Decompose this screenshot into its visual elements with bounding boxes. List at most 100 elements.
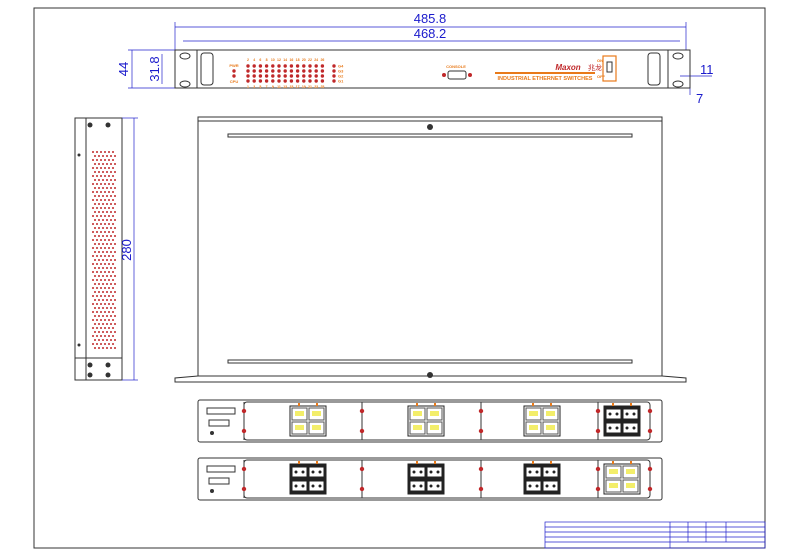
vent-hole [96, 255, 98, 257]
vent-hole [104, 199, 106, 201]
vent-hole [114, 251, 116, 253]
fiber-port-module[interactable] [523, 461, 561, 495]
port-led [264, 64, 269, 68]
vent-hole [112, 159, 114, 161]
svg-text:11: 11 [700, 62, 714, 77]
vent-hole [102, 171, 104, 173]
brand-cn: 兆龙 [588, 63, 602, 72]
port-led [252, 79, 256, 83]
vent-hole [98, 275, 100, 277]
vent-hole [104, 327, 106, 329]
vent-hole [92, 287, 94, 289]
cpu-label: CPU [230, 79, 239, 84]
port-led [295, 64, 300, 68]
screw-icon [241, 466, 247, 472]
fiber-port-module[interactable] [603, 403, 641, 437]
port-number-top: 20 [302, 58, 306, 62]
vent-hole [92, 175, 94, 177]
rj45-port-module[interactable] [407, 403, 445, 437]
cpu-led [232, 74, 236, 78]
vent-hole [102, 259, 104, 261]
port-led [252, 69, 256, 73]
vent-hole [110, 315, 112, 317]
console-port[interactable] [442, 70, 472, 80]
vent-hole [96, 231, 98, 233]
vent-hole [104, 159, 106, 161]
vent-hole [106, 267, 108, 269]
gig-led [332, 69, 336, 73]
vent-hole [106, 315, 108, 317]
vent-hole [110, 235, 112, 237]
vent-hole [114, 347, 116, 349]
port-led [271, 69, 275, 73]
svg-text:280: 280 [119, 239, 134, 261]
rj45-port-module[interactable] [603, 461, 641, 495]
vent-hole [114, 243, 116, 245]
rj45-port-module[interactable] [289, 403, 327, 437]
power-terminal-block[interactable] [206, 407, 236, 415]
vent-hole [102, 235, 104, 237]
ground-screw-icon [210, 489, 214, 493]
vent-hole [112, 231, 114, 233]
vent-hole [106, 291, 108, 293]
vent-hole [110, 323, 112, 325]
vent-hole [94, 227, 96, 229]
rj45-port-module[interactable] [523, 403, 561, 437]
gig-label: G3 [338, 69, 344, 74]
vent-hole [96, 191, 98, 193]
vent-hole [94, 187, 96, 189]
vent-hole [114, 267, 116, 269]
vent-hole [92, 207, 94, 209]
vent-hole [100, 191, 102, 193]
vent-hole [96, 239, 98, 241]
vent-hole [112, 199, 114, 201]
screw-icon [478, 428, 484, 434]
port-led [264, 69, 269, 73]
vent-hole [114, 179, 116, 181]
off-label: OFF [597, 74, 606, 79]
vent-hole [100, 335, 102, 337]
vent-hole [110, 331, 112, 333]
vent-hole [102, 339, 104, 341]
power-switch[interactable] [602, 55, 617, 82]
vent-hole [94, 195, 96, 197]
vent-hole [110, 219, 112, 221]
vent-hole [96, 215, 98, 217]
port-led [302, 64, 306, 68]
vent-hole [98, 251, 100, 253]
fiber-port-module[interactable] [407, 461, 445, 495]
vent-hole [106, 323, 108, 325]
vent-hole [106, 331, 108, 333]
vent-hole [92, 215, 94, 217]
port-led [283, 74, 287, 78]
vent-hole [100, 223, 102, 225]
port-led [277, 74, 281, 78]
vent-hole [98, 219, 100, 221]
vent-hole [110, 267, 112, 269]
vent-hole [102, 163, 104, 165]
vent-hole [98, 163, 100, 165]
vent-hole [112, 343, 114, 345]
vent-hole [106, 299, 108, 301]
gig-led [332, 79, 336, 83]
vent-hole [114, 299, 116, 301]
vent-hole [94, 291, 96, 293]
fiber-port-module[interactable] [289, 461, 327, 495]
gig-label: G1 [338, 79, 344, 84]
power-terminal-block[interactable] [206, 465, 236, 473]
power-label-plate [208, 419, 230, 427]
vent-holes [92, 151, 116, 349]
vent-hole [94, 219, 96, 221]
vent-hole [104, 167, 106, 169]
screw-icon [595, 428, 601, 434]
vent-hole [112, 271, 114, 273]
vent-hole [102, 219, 104, 221]
vent-hole [102, 155, 104, 157]
vent-hole [104, 303, 106, 305]
vent-hole [94, 347, 96, 349]
port-led [295, 79, 300, 83]
vent-hole [100, 295, 102, 297]
vent-hole [106, 179, 108, 181]
vent-hole [102, 267, 104, 269]
port-led [314, 69, 318, 73]
